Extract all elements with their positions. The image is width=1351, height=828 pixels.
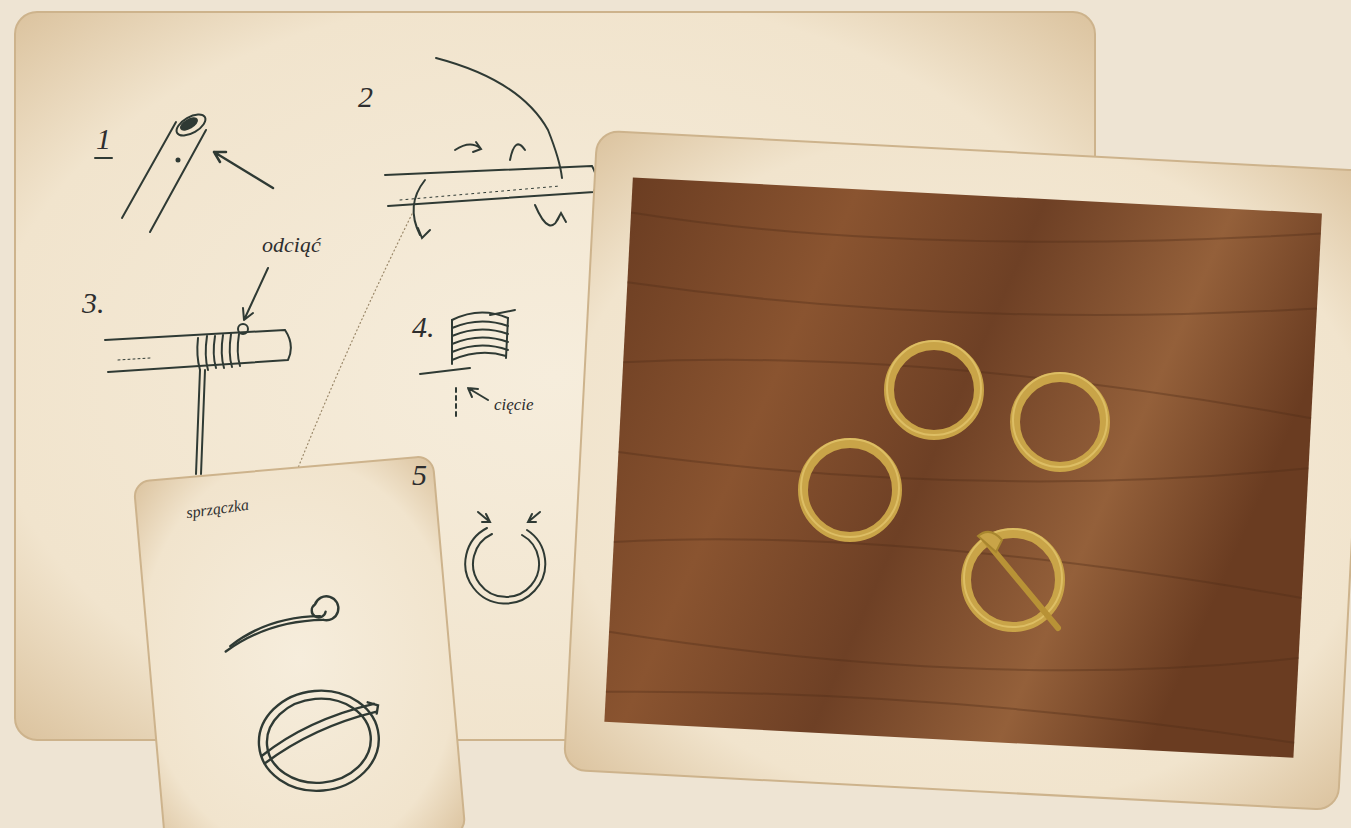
photo-card bbox=[564, 131, 1351, 811]
step-number: 2 bbox=[358, 80, 373, 113]
note-text: odciąć bbox=[262, 232, 321, 257]
step-number: 4. bbox=[412, 310, 435, 343]
note-text: cięcie bbox=[494, 395, 534, 414]
label-holder: 3. bbox=[82, 286, 105, 320]
small-card bbox=[134, 456, 466, 828]
label-holder: 2 bbox=[358, 80, 373, 114]
step-number: 5 bbox=[412, 458, 427, 491]
brass-rings bbox=[803, 345, 1105, 627]
label-holder: 1 bbox=[96, 122, 111, 156]
label-holder: cięcie bbox=[494, 395, 534, 415]
label-holder: 4. bbox=[412, 310, 435, 344]
label-holder: 5 bbox=[412, 458, 427, 492]
step-number: 3. bbox=[82, 286, 105, 319]
step-number: 1 bbox=[96, 122, 111, 155]
label-holder: odciąć bbox=[262, 232, 321, 258]
